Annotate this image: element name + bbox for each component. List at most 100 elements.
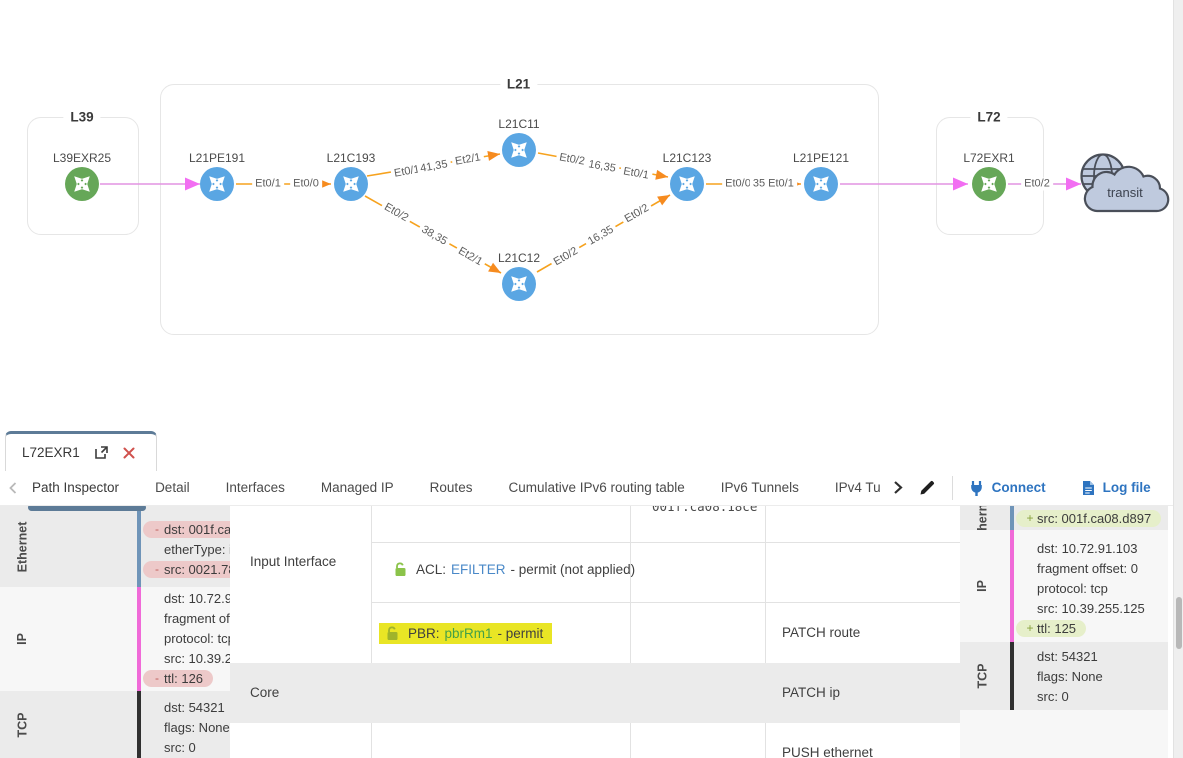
section-color-bar [1010,642,1014,710]
added-sign: + [1026,511,1034,525]
packet-field-row: src: 10.39.255.125 [0,648,230,668]
packet-section-ip: IP dst: 10.72.91.103 fragment offset: 0 pro… [960,530,1168,642]
active-tab-indicator [28,506,146,511]
router-node-l21pe191[interactable] [200,167,234,201]
core-row-band [230,663,960,723]
unlock-icon [394,562,407,577]
group-title-l72: L72 [970,109,1008,125]
group-title-l39: L39 [63,109,101,125]
tab-routes[interactable]: Routes [429,480,473,495]
node-label-l21c193: L21C193 [326,151,376,165]
tab-path-inspector[interactable]: Path Inspector [32,480,120,495]
acl-name-link[interactable]: EFILTER [451,562,506,577]
action-push-ethernet: PUSH ethernet [782,745,873,758]
section-name-vertical-label: IP [975,580,989,592]
packet-field-value: dst: 54321 [1037,648,1098,664]
packet-field-row: protocol: tcp [0,628,230,648]
edge-label: 35 [749,177,769,191]
pbr-name-link[interactable]: pbrRm1 [444,626,493,641]
router-node-l72exr1[interactable] [972,167,1006,201]
packet-field-value: src: 10.39.255.125 [1037,600,1145,616]
tab-detail[interactable]: Detail [155,480,190,495]
section-name-vertical-label: IP [15,633,29,645]
packet-field-row: dst: 10.72.91.103 [960,538,1168,558]
edge-arrow-icon [1066,177,1081,191]
router-node-l21pe121[interactable] [804,167,838,201]
packet-section-ip: IP dst: 10.72.91.103 fragment offset: 0 pro… [0,587,230,691]
packet-field-value: src: 0021.7844.b961 [164,561,230,577]
edge-arrow-icon [185,177,200,191]
router-node-l21c123[interactable] [670,167,704,201]
packet-field-value: protocol: tcp [1037,580,1108,596]
edge-arrow-icon [488,262,501,273]
packet-field-value: fragment offset: 0 [1037,560,1138,576]
scroll-tabs-left-icon[interactable] [7,481,19,495]
group-title-l21: L21 [499,76,538,92]
close-icon[interactable] [123,447,135,459]
transit-cloud[interactable]: transit [1080,153,1170,213]
tab-cumulative-ipv6-routing-table[interactable]: Cumulative IPv6 routing table [508,480,685,495]
edge-arrow-icon [319,179,331,189]
device-chip-title: L72EXR1 [22,445,80,460]
log-file-icon [1082,480,1094,495]
packet-field-row: etherType: ip [0,539,230,559]
pbr-check-row: PBR: pbrRm1 - permit [379,623,553,644]
tab-ipv4-tu[interactable]: IPv4 Tu [834,480,881,495]
packet-section-ethernet: Ethernet-dst: 001f.ca08.18ceetherType: i… [0,506,230,587]
packet-field-row: fragment offset: 0 [960,558,1168,578]
packet-field-row: -src: 0021.7844.b961 [0,559,230,579]
edge-arrow-icon [657,195,670,206]
router-node-l21c12[interactable] [502,267,536,301]
packet-field-row: fragment offset: 0 [0,608,230,628]
connect-button[interactable]: Connect [969,480,1046,496]
connect-label: Connect [991,480,1046,495]
packet-field-value: dst: 10.72.91.103 [1037,540,1138,556]
tab-interfaces[interactable]: Interfaces [225,480,285,495]
packet-field-value: protocol: tcp [164,630,230,646]
edge-label: Et0/1 [252,177,284,191]
stage-label-core: Core [250,685,280,700]
section-name-vertical-label: TCP [975,663,989,689]
router-node-l21c11[interactable] [502,133,536,167]
packet-field-row: dst: 54321 [960,646,1168,666]
path-inspector-panel: L72EXR1 Path Inspector Detail Interfaces Ma… [0,425,1183,758]
packet-field-value: dst: 54321 [164,699,225,715]
action-patch-route: PATCH route [782,625,861,640]
section-color-bar [1010,530,1014,642]
removed-sign: - [155,522,159,536]
node-label-l21pe121: L21PE121 [792,151,850,165]
edge-label: Et0/2 [1021,177,1053,191]
edit-tabs-pencil-icon[interactable] [918,479,936,497]
acl-check-row: ACL: EFILTER - permit (not applied) [394,562,635,577]
packet-field-value: src: 0 [1037,688,1069,704]
scroll-tabs-right-icon[interactable] [891,480,904,495]
packet-field-row: protocol: tcp [960,578,1168,598]
added-sign: + [1026,621,1034,635]
packet-field-value: ttl: 126 [164,670,204,686]
packet-field-row: dst: 10.72.91.103 [0,588,230,608]
open-in-new-icon[interactable] [94,445,109,460]
packet-section-tcp: TCP dst: 54321 flags: None src: 0 [960,642,1168,710]
packet-field-row: src: 10.39.255.125 [960,598,1168,618]
packet-field-value: dst: 10.72.91.103 [164,590,230,606]
packet-field-row: -dst: 001f.ca08.18ce [0,519,230,539]
device-chip-tab[interactable]: L72EXR1 [5,431,157,471]
section-name-vertical-label: TCP [15,712,29,738]
tab-bar: Path Inspector Detail Interfaces Managed IP… [0,470,1183,505]
vertical-scrollbar-track[interactable] [1173,0,1183,758]
packet-field-row: flags: None [960,666,1168,686]
log-file-button[interactable]: Log file [1082,480,1151,496]
packet-field-row: +ttl: 125 [960,618,1168,638]
topology-svg: transit [65,133,1170,301]
tab-ipv6-tunnels[interactable]: IPv6 Tunnels [720,480,799,495]
packet-section-ethernet: Ethernet+src: 001f.ca08.d897 [960,506,1168,530]
tab-managed-ip[interactable]: Managed IP [320,480,394,495]
section-name-vertical-label: Ethernet [960,506,1004,530]
vertical-scrollbar-thumb[interactable] [1175,597,1182,649]
router-node-l21c193[interactable] [334,167,368,201]
router-node-l39exr25[interactable] [65,167,99,201]
packet-field-row: src: 0 [960,686,1168,706]
